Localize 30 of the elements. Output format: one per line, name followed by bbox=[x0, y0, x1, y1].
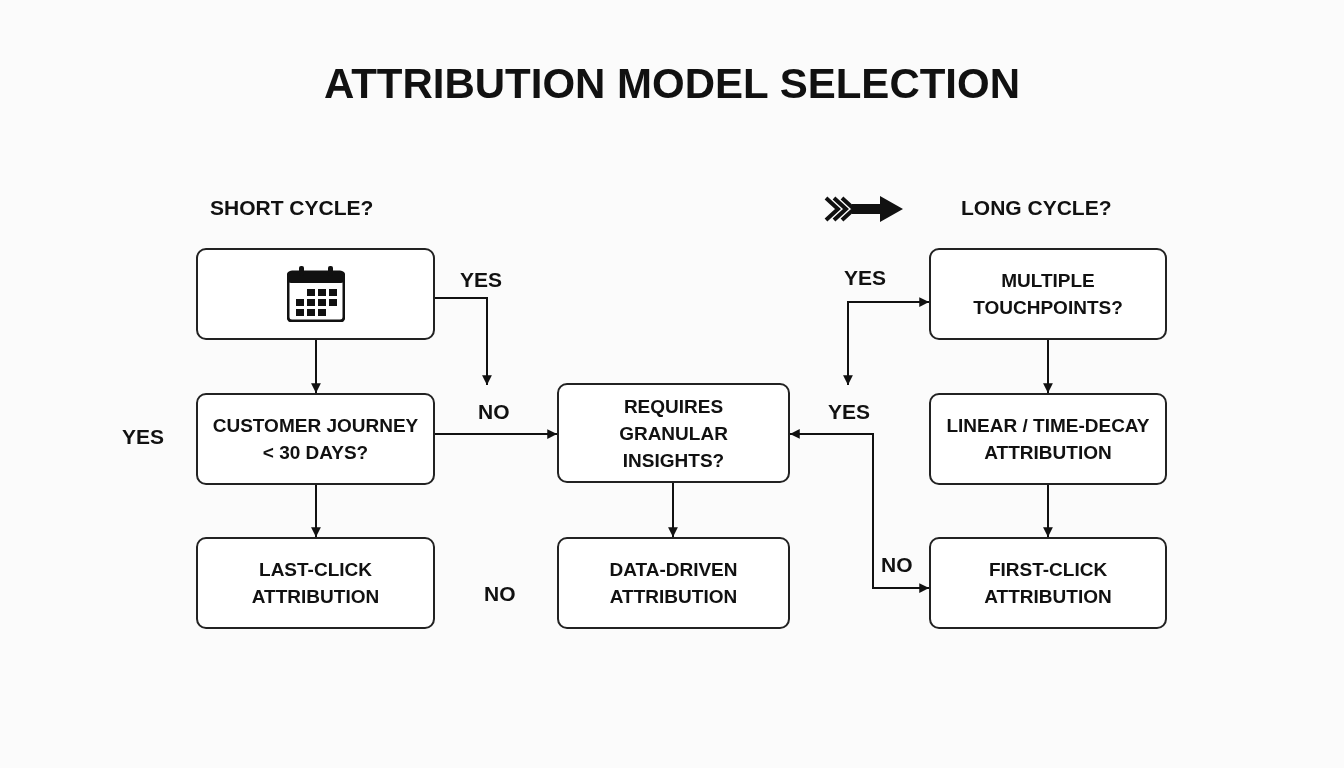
section-heading: SHORT CYCLE? bbox=[210, 196, 374, 220]
box-text: FIRST-CLICK ATTRIBUTION bbox=[983, 558, 1113, 609]
arrow bbox=[1043, 339, 1053, 394]
box-text: LINEAR / TIME-DECAY ATTRIBUTION bbox=[945, 414, 1151, 465]
box-text: MULTIPLE TOUCHPOINTS? bbox=[972, 269, 1124, 320]
arrow bbox=[434, 297, 492, 386]
arrow bbox=[843, 297, 930, 386]
arrow bbox=[789, 429, 930, 593]
process-box bbox=[929, 537, 1167, 629]
arrow bbox=[311, 339, 321, 394]
arrow bbox=[434, 429, 558, 439]
arrow bbox=[668, 482, 678, 538]
section-heading: LONG CYCLE? bbox=[961, 196, 1112, 220]
arrow bbox=[311, 484, 321, 538]
diagram-title: ATTRIBUTION MODEL SELECTION bbox=[322, 60, 1022, 108]
process-box bbox=[557, 383, 790, 483]
box-text: CUSTOMER JOURNEY < 30 DAYS? bbox=[211, 414, 420, 465]
process-box bbox=[929, 248, 1167, 340]
process-box bbox=[196, 537, 435, 629]
arrow bbox=[1043, 484, 1053, 538]
icon-box bbox=[196, 248, 435, 340]
process-box bbox=[557, 537, 790, 629]
process-box bbox=[929, 393, 1167, 485]
process-box bbox=[196, 393, 435, 485]
box-text: DATA-DRIVEN ATTRIBUTION bbox=[608, 558, 739, 609]
branch-label: NO bbox=[484, 582, 516, 606]
box-text: REQUIRES GRANULAR INSIGHTS? bbox=[618, 394, 729, 473]
box-text: LAST-CLICK ATTRIBUTION bbox=[250, 558, 381, 609]
branch-label: YES bbox=[122, 425, 165, 449]
branch-label: NO bbox=[881, 553, 913, 577]
